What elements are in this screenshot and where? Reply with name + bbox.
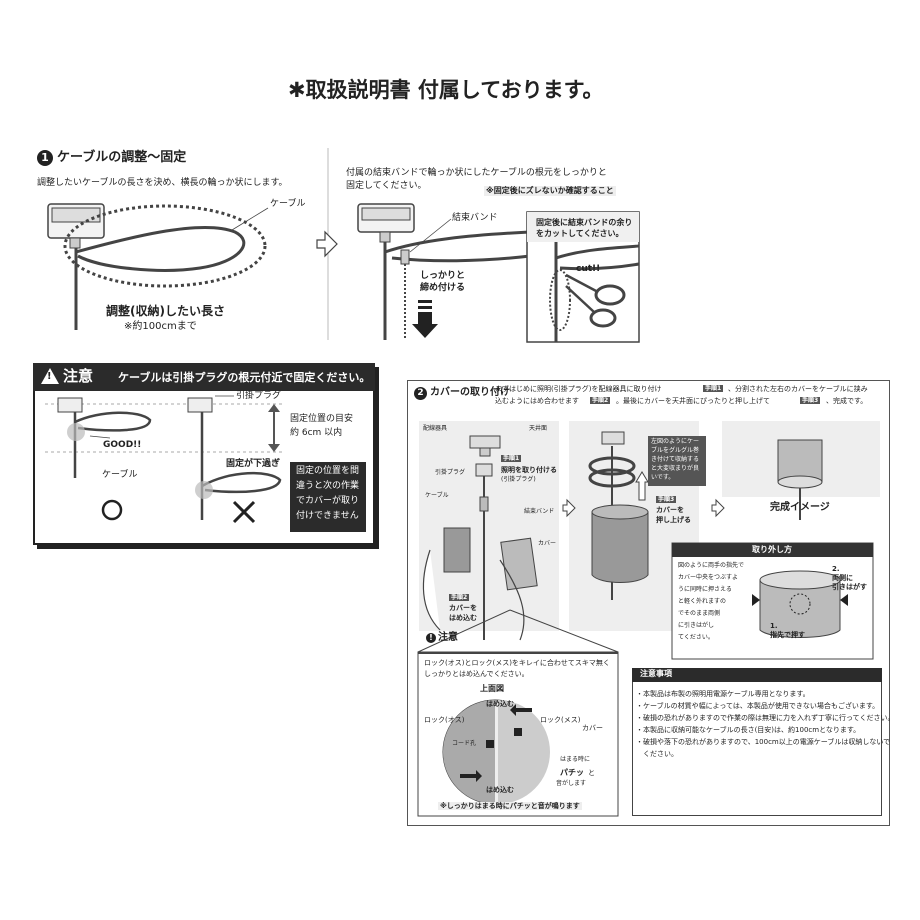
step2-band-label: 結束バンド (524, 508, 554, 515)
step1-caption-line2: (引掛プラグ) (501, 476, 536, 483)
step3-chip-title: 手順3 (656, 496, 676, 503)
note-item: ・本製品に収納可能なケーブルの長さ(目安)は、約100cmとなります。 (636, 724, 894, 736)
note-item: ・破損や落下の恐れがありますので、100cm以上の電源ケーブルは収納しないで (636, 736, 894, 748)
step2-chip-title: 手順2 (449, 594, 469, 601)
step2-caption-line2: はめ込む (449, 614, 477, 622)
step1-caption-line1: 照明を取り付ける (501, 466, 557, 474)
caution2-icon: ! (426, 633, 436, 643)
removal-line5: でそのまま両側 (678, 610, 720, 617)
tip-line4: と大変収まりが良 (651, 465, 699, 472)
note-item: ・破損の恐れがありますので作業の際は無理に力を入れず丁寧に行ってください。 (636, 712, 894, 724)
caution2-click-line3: と (588, 769, 595, 777)
note-item: ・本製品は布製の照明用電源ケーブル専用となります。 (636, 688, 894, 700)
removal-title: 取り外し方 (752, 545, 792, 555)
tip-line5: いです。 (651, 474, 674, 481)
step2-cable-label: ケーブル (425, 492, 449, 499)
caution2-top-view: 上面図 (480, 684, 504, 694)
caution2-click-line4: 音がします (556, 780, 586, 787)
caution2-click-line1: はまる時に (560, 756, 590, 763)
caution2-lock-female: ロック(メス) (540, 716, 580, 724)
caution2-click-line2: パチッ (560, 768, 584, 778)
removal-pull-line3: 引きはがす (832, 583, 867, 591)
tip-line2: ブルをグルグル巻 (651, 447, 699, 454)
caution2-badge: 注意 (438, 632, 458, 644)
removal-pull-line1: 2. (832, 565, 840, 573)
note-item: ・ケーブルの材質や幅によっては、本製品が使用できない場合もございます。 (636, 700, 894, 712)
removal-line3: うに同時に押さえる (678, 586, 732, 593)
removal-line1: 図のように両手の指先で (678, 562, 744, 569)
done-label: 完成イメージ (770, 502, 830, 514)
removal-push-line2: 指先で押す (770, 631, 805, 639)
caution2-footer: ※しっかりはまる時にパチッと音が鳴ります (438, 802, 582, 810)
step3-caption-line1: カバーを (656, 506, 684, 514)
removal-line7: てください。 (678, 634, 714, 641)
caution2-desc-line1: ロック(オス)とロック(メス)をキレイに合わせてスキマ無く (424, 659, 610, 667)
note-item: ください。 (636, 748, 894, 760)
step2-caption-line1: カバーを (449, 604, 477, 612)
removal-pull-line2: 両側に (832, 574, 853, 582)
tip-line3: き付けて収納する (651, 456, 699, 463)
removal-line6: に引きはがし (678, 622, 714, 629)
removal-line2: カバー中央をつぶすよ (678, 574, 738, 581)
notes-list: ・本製品は布製の照明用電源ケーブル専用となります。 ・ケーブルの材質や幅によって… (636, 688, 894, 760)
caution2-fit-bottom: はめ込む (486, 786, 514, 794)
caution2-cover: カバー (582, 724, 603, 732)
step1-chip-title: 手順1 (501, 455, 521, 462)
step2-ceiling-label: 天井面 (529, 425, 547, 432)
removal-line4: と軽く外れますの (678, 598, 726, 605)
removal-push-line1: 1. (770, 622, 778, 630)
caution2-cord-hole: コード孔 (452, 740, 476, 747)
caution2-desc-line2: しっかりとはめ込んでください。 (424, 670, 529, 678)
caution2-lock-male: ロック(オス) (424, 716, 464, 724)
step2-cover-label: カバー (538, 540, 556, 547)
step2-wiring-label: 配線器具 (423, 425, 447, 432)
caution2-fit-top: はめ込む (486, 700, 514, 708)
step3-caption-line2: 押し上げる (656, 516, 691, 524)
tip-line1: 左図のようにケー (651, 438, 699, 445)
notes-title: 注意事項 (640, 669, 672, 679)
step2-plug-label: 引掛プラグ (435, 469, 465, 476)
